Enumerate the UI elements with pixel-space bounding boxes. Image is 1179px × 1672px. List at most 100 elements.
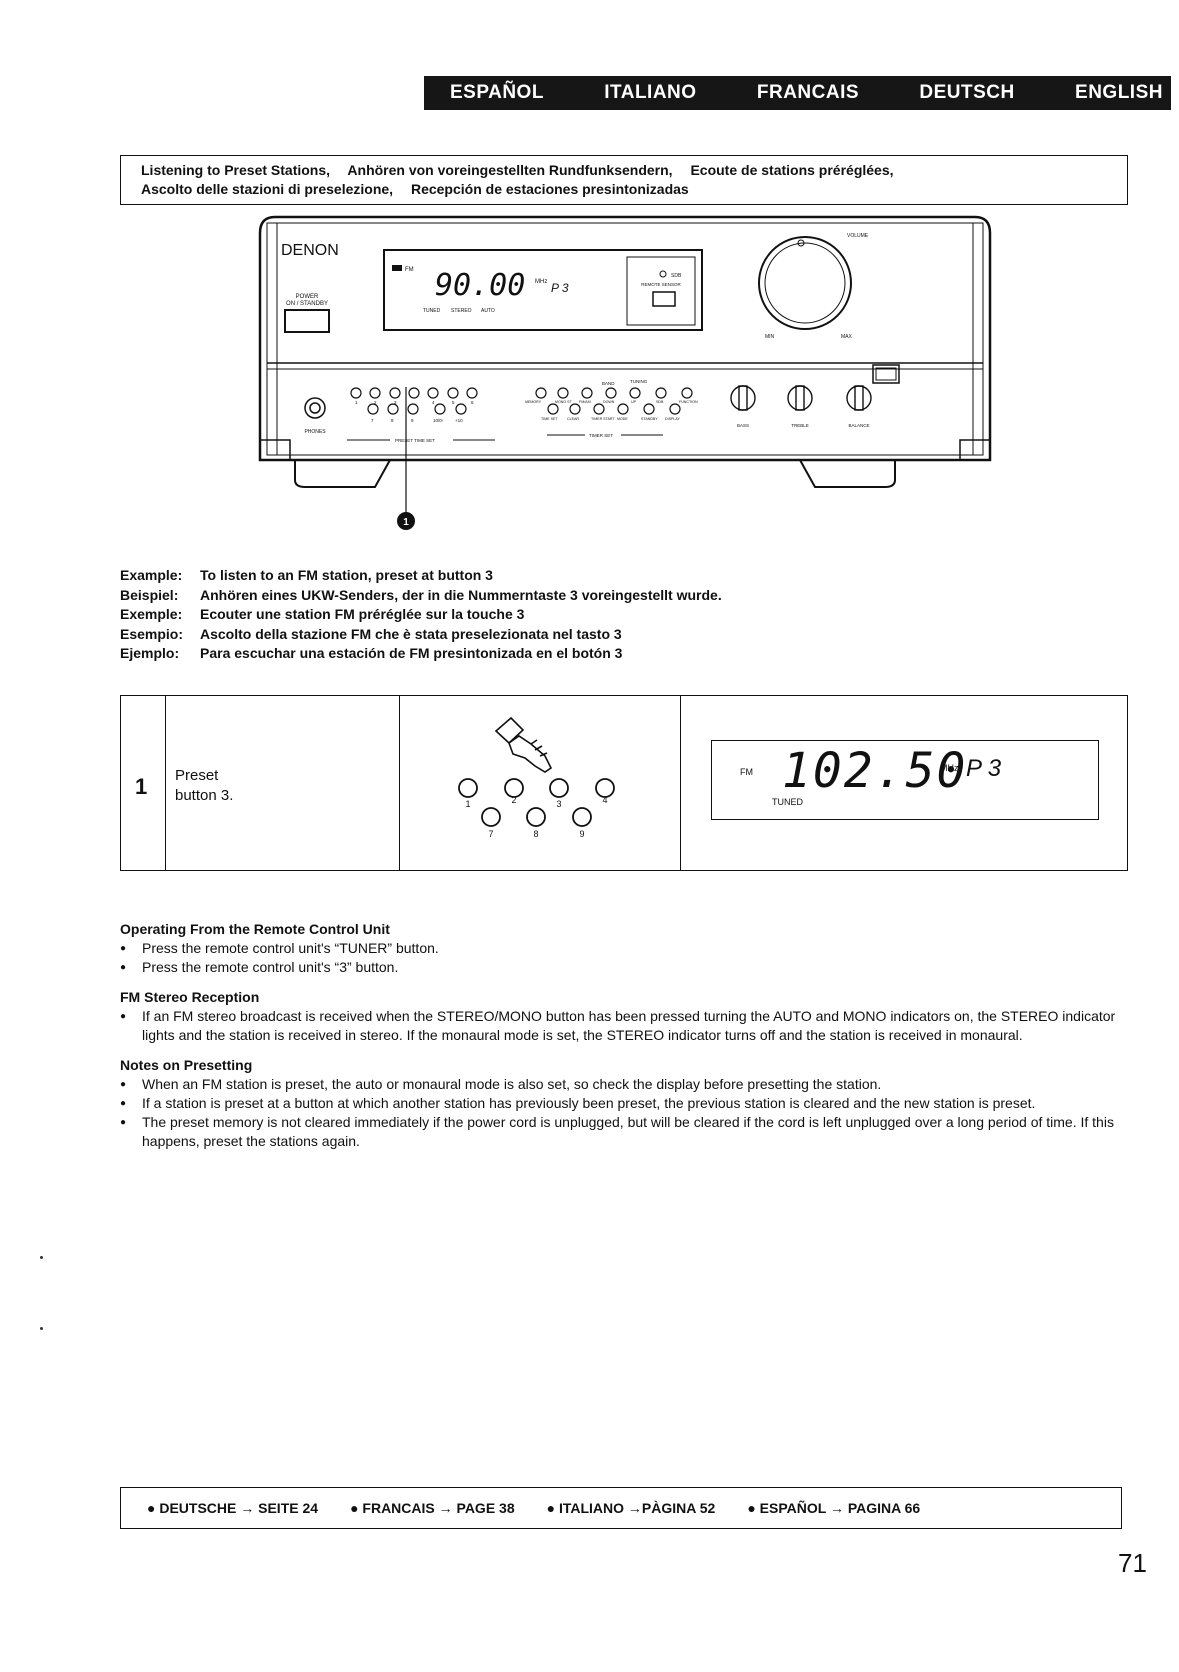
lang-tab-espanol[interactable]: ESPAÑOL	[450, 82, 544, 103]
power-button[interactable]	[284, 309, 330, 333]
power-sub-label: ON / STANDBY	[286, 301, 328, 307]
preset-num: 7	[371, 418, 374, 423]
example-list: Example:To listen to an FM station, pres…	[120, 566, 722, 664]
preset-num: 4	[432, 400, 435, 405]
preset-button-3[interactable]	[389, 387, 401, 399]
balance-label: BALANCE	[848, 423, 869, 428]
func-label: DISPLAY	[665, 417, 681, 421]
step-number: 1	[135, 774, 148, 799]
sdb-indicator: SDB	[671, 273, 682, 279]
bullet-item: The preset memory is not cleared immedia…	[120, 1113, 1126, 1151]
display-tuned: TUNED	[772, 797, 803, 807]
preset-button-7[interactable]	[481, 807, 501, 827]
preset-button-3[interactable]	[549, 778, 569, 798]
section-heading: Notes on Presetting	[120, 1057, 253, 1073]
remote-sensor	[652, 291, 676, 307]
button-number: 3	[556, 799, 561, 809]
func-label: MEMORY	[525, 400, 542, 404]
section-heading: Operating From the Remote Control Unit	[120, 921, 390, 937]
callout-marker	[397, 512, 415, 530]
phones-jack[interactable]	[304, 397, 326, 419]
preset-num: 10/0↑	[433, 418, 444, 423]
func-label: STANDBY	[641, 417, 658, 421]
display-stereo: STEREO	[451, 308, 472, 314]
func-label: SDB	[656, 400, 664, 404]
lang-tab-italiano[interactable]: ITALIANO	[604, 82, 697, 103]
preset-num: 5	[452, 400, 455, 405]
preset-num: 2	[374, 400, 377, 405]
preset-num: 6	[471, 400, 474, 405]
tape-indicator	[872, 364, 900, 384]
title-french: Ecoute de stations préréglées,	[690, 162, 894, 178]
preset-button-8[interactable]	[526, 807, 546, 827]
button-number: 7	[488, 829, 493, 839]
func-label: FM/AM	[579, 400, 591, 404]
button-number: 9	[579, 829, 584, 839]
example-text: Ecouter une station FM préréglée sur la …	[200, 606, 525, 622]
display-mhz: MHz	[535, 279, 547, 285]
section-heading: FM Stereo Reception	[120, 989, 260, 1005]
func-label: FUNCTION	[679, 400, 698, 404]
example-label: Beispiel:	[120, 586, 179, 603]
example-row: Exemple: Ecouter une station FM préréglée…	[120, 605, 722, 625]
example-row: Example:To listen to an FM station, pres…	[120, 566, 722, 586]
scan-dot	[40, 1256, 43, 1259]
ref-italiano-link[interactable]: ● ITALIANO →PÀGINA 52	[546, 1500, 716, 1516]
display-preset: P 3	[551, 281, 569, 295]
func-label: MODE	[617, 417, 628, 421]
receiver-illustration: DENON POWER ON / STANDBY FM 90.00 MHz P …	[258, 215, 992, 530]
title-line-2: Ascolto delle stazioni di preselezione, …	[141, 180, 1107, 199]
preset-button-1[interactable]	[458, 778, 478, 798]
preset-num: +10	[455, 418, 463, 423]
ref-deutsch-link[interactable]: ● DEUTSCHE → SEITE 24	[147, 1500, 319, 1516]
timer-set-label: TIMER SET	[589, 433, 613, 438]
treble-knob[interactable]	[787, 385, 813, 411]
lang-tab-english[interactable]: ENGLISH	[1075, 82, 1163, 103]
volume-max-label: MAX	[841, 334, 853, 340]
bass-knob[interactable]	[730, 385, 756, 411]
preset-button-4[interactable]	[595, 778, 615, 798]
title-english: Listening to Preset Stations,	[141, 162, 331, 178]
cell-divider	[165, 696, 166, 870]
title-italian: Ascolto delle stazioni di preselezione,	[141, 181, 394, 197]
treble-label: TREBLE	[791, 423, 809, 428]
ref-francais-link[interactable]: ● FRANCAIS → PAGE 38	[350, 1500, 515, 1516]
func-label: DOWN	[603, 400, 615, 404]
preset-time-set-label: PRESET TIME SET	[395, 438, 435, 443]
example-label: Exemple:	[120, 606, 183, 622]
phones-label: PHONES	[304, 429, 326, 435]
page-number: 71	[1118, 1548, 1147, 1578]
display-window	[383, 249, 703, 331]
func-label: TIMER START	[591, 417, 615, 421]
lang-tab-deutsch[interactable]: DEUTSCH	[919, 82, 1015, 103]
bullet-item: When an FM station is preset, the auto o…	[120, 1075, 1126, 1094]
display-mhz: MHz	[940, 763, 959, 773]
example-text: To listen to an FM station, preset at bu…	[200, 567, 493, 583]
preset-num: 8	[391, 418, 394, 423]
func-label: MONO ST	[555, 400, 573, 404]
ref-espanol-link[interactable]: ● ESPAÑOL → PAGINA 66	[747, 1500, 921, 1516]
power-label: POWER	[296, 294, 319, 300]
example-row: Ejemplo:Para escuchar una estación de FM…	[120, 644, 722, 664]
volume-knob[interactable]	[758, 236, 852, 330]
preset-button-2[interactable]	[504, 778, 524, 798]
lang-tab-francais[interactable]: FRANCAIS	[756, 82, 860, 103]
display-fm-indicator: FM	[405, 267, 414, 273]
section-title-box: Listening to Preset Stations, Anhören vo…	[120, 155, 1128, 205]
cell-divider	[680, 696, 681, 870]
display-frequency: 102.50	[782, 743, 968, 799]
example-text: Ascolto della stazione FM che è stata pr…	[200, 625, 622, 642]
example-label: Ejemplo:	[120, 645, 180, 661]
balance-knob[interactable]	[846, 385, 872, 411]
func-label: TIME SET	[541, 417, 558, 421]
band-label: BAND	[602, 381, 615, 386]
function-buttons[interactable]	[535, 387, 693, 415]
button-number: 1	[465, 799, 470, 809]
step-table: 1 Preset button 3. 1 2 3 4 7 8 9	[120, 695, 1128, 871]
brand-logo: DENON	[281, 242, 339, 259]
callout-number: 1	[403, 517, 409, 528]
cell-divider	[399, 696, 400, 870]
button-number: 4	[602, 795, 607, 805]
button-number: 8	[533, 829, 538, 839]
preset-button-9[interactable]	[572, 807, 592, 827]
